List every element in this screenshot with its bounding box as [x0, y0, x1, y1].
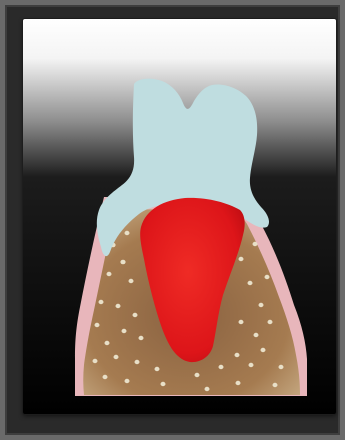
tooth-cross-section-diagram [23, 19, 336, 414]
diagram-panel [23, 19, 336, 414]
